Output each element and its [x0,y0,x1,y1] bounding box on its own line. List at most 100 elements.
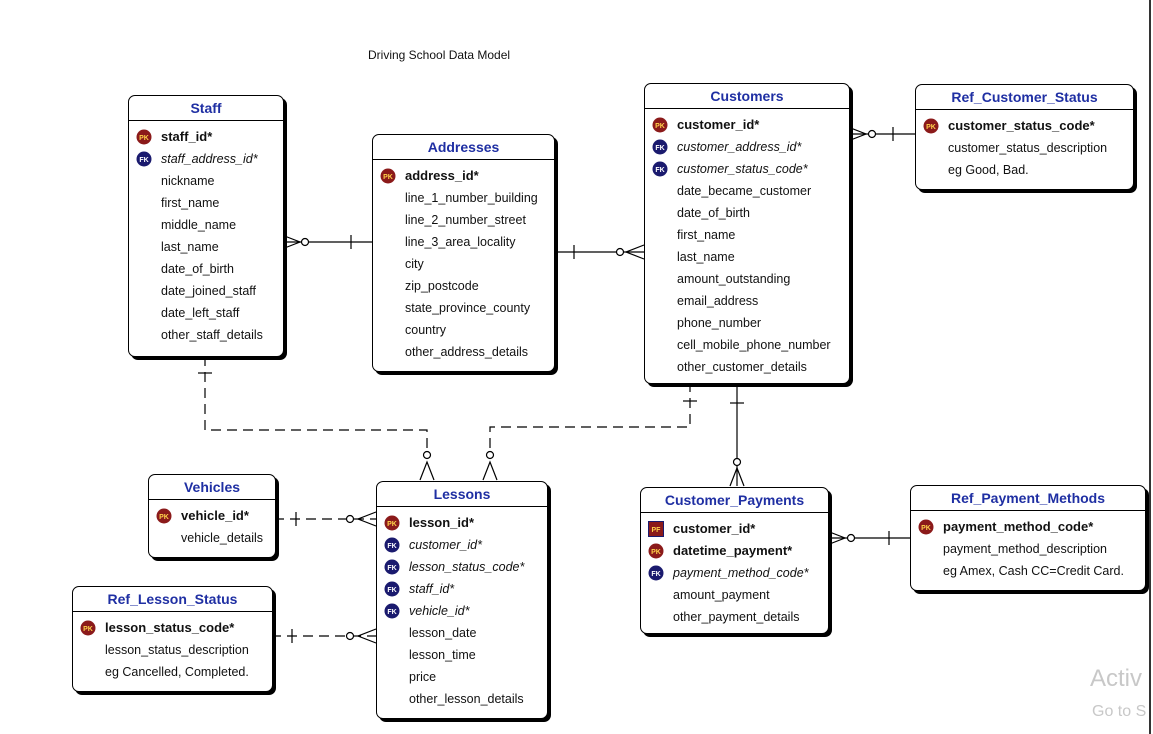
attribute-name: datetime_payment* [673,543,793,558]
entity-ref-lesson-status-title: Ref_Lesson_Status [73,587,272,612]
attribute-name: eg Cancelled, Completed. [105,665,249,679]
fk-key-icon: FK [652,139,668,155]
attribute-row: country [373,319,554,341]
attribute-row: line_2_number_street [373,209,554,231]
attribute-name: first_name [161,196,220,210]
svg-text:PK: PK [651,549,661,556]
attribute-name: staff_address_id* [161,152,258,166]
attribute-row: middle_name [129,214,283,236]
svg-text:PK: PK [387,521,397,528]
attribute-row: line_3_area_locality [373,231,554,253]
attribute-name: staff_id* [161,129,213,144]
diagram-title: Driving School Data Model [368,48,511,62]
attribute-name: email_address [677,294,759,308]
pk-key-icon: PK [923,118,939,134]
fk-key-icon: FK [384,559,400,575]
attribute-name: other_staff_details [161,328,263,342]
svg-text:FK: FK [387,565,396,572]
svg-text:FK: FK [387,587,396,594]
attribute-name: zip_postcode [405,279,479,293]
attribute-row: date_joined_staff [129,280,283,302]
attribute-row: zip_postcode [373,275,554,297]
attribute-row: PK customer_status_code* [916,115,1133,137]
attribute-row: payment_method_description [911,538,1145,560]
entity-vehicles-title: Vehicles [149,475,275,500]
attribute-name: customer_id* [677,117,760,132]
attribute-name: other_customer_details [677,360,807,374]
attribute-row: last_name [129,236,283,258]
pk-key-icon: PK [380,168,396,184]
fk-key-icon: FK [384,581,400,597]
entity-staff-title: Staff [129,96,283,121]
attribute-name: other_address_details [405,345,528,359]
attribute-row: last_name [645,246,849,268]
attribute-name: payment_method_code* [943,519,1094,534]
pk-key-icon: PK [648,543,664,559]
attribute-row: lesson_date [377,622,547,644]
attribute-row: PK customer_id* [645,114,849,136]
attribute-name: last_name [677,250,735,264]
attribute-name: state_province_county [405,301,531,315]
activation-watermark-line2: Go to S [1092,703,1147,720]
attribute-row: phone_number [645,312,849,334]
pk-key-icon: PK [156,508,172,524]
attribute-row: lesson_time [377,644,547,666]
fk-key-icon: FK [136,151,152,167]
attribute-row: other_address_details [373,341,554,363]
attribute-row: FK lesson_status_code* [377,556,547,578]
svg-text:PK: PK [159,514,169,521]
attribute-name: address_id* [405,168,479,183]
attribute-row: lesson_status_description [73,639,272,661]
entity-addresses-title: Addresses [373,135,554,160]
svg-text:PK: PK [655,123,665,130]
fk-key-icon: FK [384,537,400,553]
attribute-row: FK staff_address_id* [129,148,283,170]
svg-text:PK: PK [83,626,93,633]
svg-text:PK: PK [139,135,149,142]
svg-text:FK: FK [139,157,148,164]
attribute-name: date_left_staff [161,306,240,320]
attribute-row: nickname [129,170,283,192]
attribute-name: vehicle_id* [409,604,470,618]
attribute-name: city [405,257,424,271]
attribute-name: other_payment_details [673,610,800,624]
attribute-name: lesson_status_description [105,643,249,657]
svg-text:FK: FK [651,571,660,578]
attribute-name: lesson_status_code* [409,560,525,574]
attribute-row: eg Amex, Cash CC=Credit Card. [911,560,1145,582]
attribute-row: first_name [129,192,283,214]
fk-key-icon: FK [648,565,664,581]
attribute-row: state_province_county [373,297,554,319]
pk-key-icon: PK [136,129,152,145]
attribute-name: middle_name [161,218,237,232]
fk-key-icon: FK [652,161,668,177]
attribute-name: vehicle_details [181,531,263,545]
svg-text:PK: PK [383,174,393,181]
attribute-name: eg Amex, Cash CC=Credit Card. [943,564,1124,578]
attribute-name: customer_status_code* [948,118,1095,133]
attribute-row: cell_mobile_phone_number [645,334,849,356]
attribute-name: amount_payment [673,588,770,602]
attribute-name: first_name [677,228,736,242]
attribute-name: last_name [161,240,219,254]
attribute-row: date_left_staff [129,302,283,324]
entity-staff[interactable]: Staff PK staff_id* FK staff_address_id* ni… [128,95,284,357]
attribute-row: price [377,666,547,688]
entity-ref-payment-methods-title: Ref_Payment_Methods [911,486,1145,511]
attribute-name: other_lesson_details [409,692,524,706]
attribute-name: nickname [161,174,215,188]
pk-key-icon: PK [652,117,668,133]
attribute-name: line_2_number_street [405,213,526,227]
attribute-name: payment_method_description [943,542,1107,556]
